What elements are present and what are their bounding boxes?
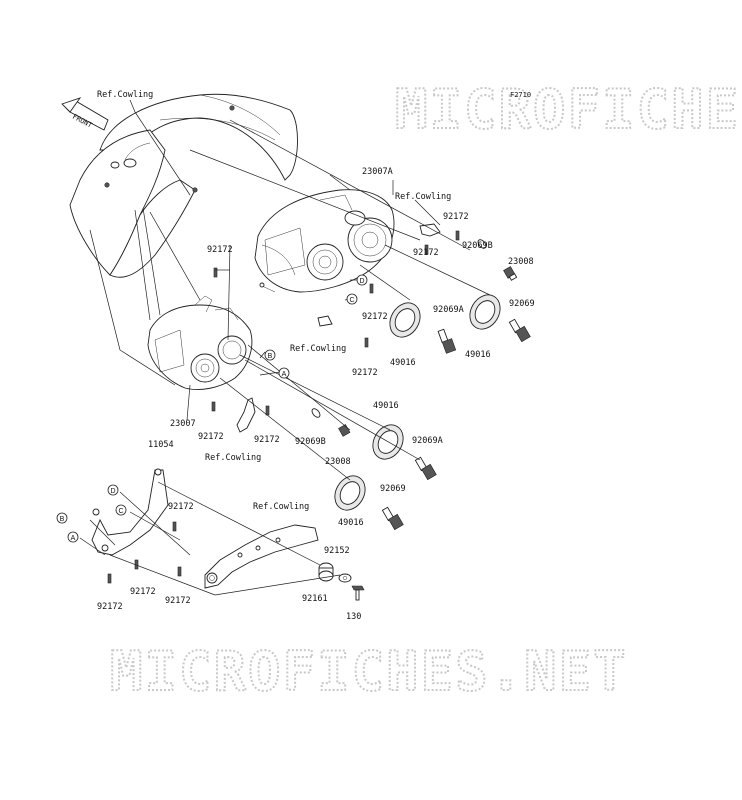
- bulb-92069A-b: [414, 456, 437, 481]
- part-92172-label: 92172: [97, 602, 123, 612]
- part-92069B-label: 92069B: [295, 437, 326, 447]
- ref-cowling-lower-label: Ref.Cowling: [205, 453, 261, 463]
- part-49016-label: 49016: [373, 401, 399, 411]
- part-92069-label: 92069: [509, 299, 535, 309]
- svg-text:A: A: [282, 371, 287, 378]
- dust-cover-49016-d: [334, 475, 366, 511]
- part-92069B-label: 92069B: [462, 241, 493, 251]
- svg-text:A: A: [71, 535, 76, 542]
- callout-A2: A: [67, 531, 79, 543]
- bulb-92069A-a: [437, 328, 457, 354]
- part-92172-label: 92172: [352, 368, 378, 378]
- dust-cover-49016-b: [469, 294, 501, 330]
- callout-A1: A: [278, 367, 290, 379]
- collar-92161: [318, 562, 334, 582]
- ref-cowling-bracket-label: Ref.Cowling: [253, 502, 309, 512]
- part-23007A-label: 23007A: [362, 167, 393, 177]
- washer-92152: [338, 573, 352, 583]
- part-92172-label: 92172: [413, 248, 439, 258]
- part-92172-label: 92172: [165, 596, 191, 606]
- part-92172-label: 92172: [362, 312, 388, 322]
- ref-cowling-mid-label: Ref.Cowling: [290, 344, 346, 354]
- part-23008-label: 23008: [508, 257, 534, 267]
- bulb-92069-b: [381, 506, 404, 531]
- part-92069A-label: 92069A: [412, 436, 443, 446]
- svg-text:B: B: [268, 353, 273, 360]
- watermark-bottom: MICROFICHES.NET: [110, 640, 628, 703]
- part-49016-label: 49016: [465, 350, 491, 360]
- part-49016-label: 49016: [390, 358, 416, 368]
- part-92172-label: 92172: [168, 502, 194, 512]
- part-49016-label: 49016: [338, 518, 364, 528]
- bulb-92069B-b: [311, 408, 321, 418]
- svg-text:C: C: [118, 508, 123, 515]
- ref-cowling-right-label: Ref.Cowling: [395, 192, 451, 202]
- svg-text:D: D: [110, 488, 115, 495]
- upper-cowling: [69, 93, 298, 278]
- callout-C2: C: [115, 504, 127, 516]
- headlight-assembly-left: [147, 295, 253, 390]
- part-92069A-label: 92069A: [433, 305, 464, 315]
- svg-text:B: B: [60, 516, 65, 523]
- part-92069-label: 92069: [380, 484, 406, 494]
- callout-D2: D: [107, 484, 119, 496]
- leader-lines: [79, 99, 491, 596]
- callout-C1: C: [346, 293, 358, 305]
- part-23008-label: 23008: [325, 457, 351, 467]
- cowling-bracket: [204, 524, 319, 589]
- dust-cover-49016-a: [389, 302, 421, 338]
- callout-D1: D: [356, 274, 368, 286]
- front-arrow-icon: FRONT: [61, 97, 109, 131]
- svg-text:C: C: [349, 297, 354, 304]
- part-92172-label: 92172: [198, 432, 224, 442]
- small-cowling-bracket: [317, 315, 333, 327]
- position-bulb-23008-b: [338, 424, 351, 437]
- part-92172-label: 92172: [443, 212, 469, 222]
- bracket-11054: [91, 468, 169, 556]
- figure-code: F2710: [510, 91, 531, 99]
- headlight-assembly-right: [254, 189, 395, 293]
- part-23007-label: 23007: [170, 419, 196, 429]
- part-92172-label: 92172: [254, 435, 280, 445]
- callout-B1: B: [264, 349, 276, 361]
- screws-92172: [107, 230, 460, 584]
- bolt-130: [351, 585, 365, 601]
- ref-cowling-top-label: Ref.Cowling: [97, 90, 153, 100]
- bulb-92069-a: [508, 318, 531, 343]
- part-130-label: 130: [346, 612, 361, 622]
- bulb-92069B-a: [477, 239, 487, 249]
- part-92172-label: 92172: [130, 587, 156, 597]
- part-11054-label: 11054: [148, 440, 174, 450]
- right-cowling-bracket: [419, 223, 441, 237]
- callout-B2: B: [56, 512, 68, 524]
- mid-cowling-bracket: [236, 397, 256, 433]
- part-92172-label: 92172: [207, 245, 233, 255]
- svg-text:D: D: [359, 278, 364, 285]
- part-92161-label: 92161: [302, 594, 328, 604]
- part-92152-label: 92152: [324, 546, 350, 556]
- position-bulb-23008-a: [503, 266, 518, 281]
- watermark-top: MICROFICHES.NET: [395, 78, 742, 141]
